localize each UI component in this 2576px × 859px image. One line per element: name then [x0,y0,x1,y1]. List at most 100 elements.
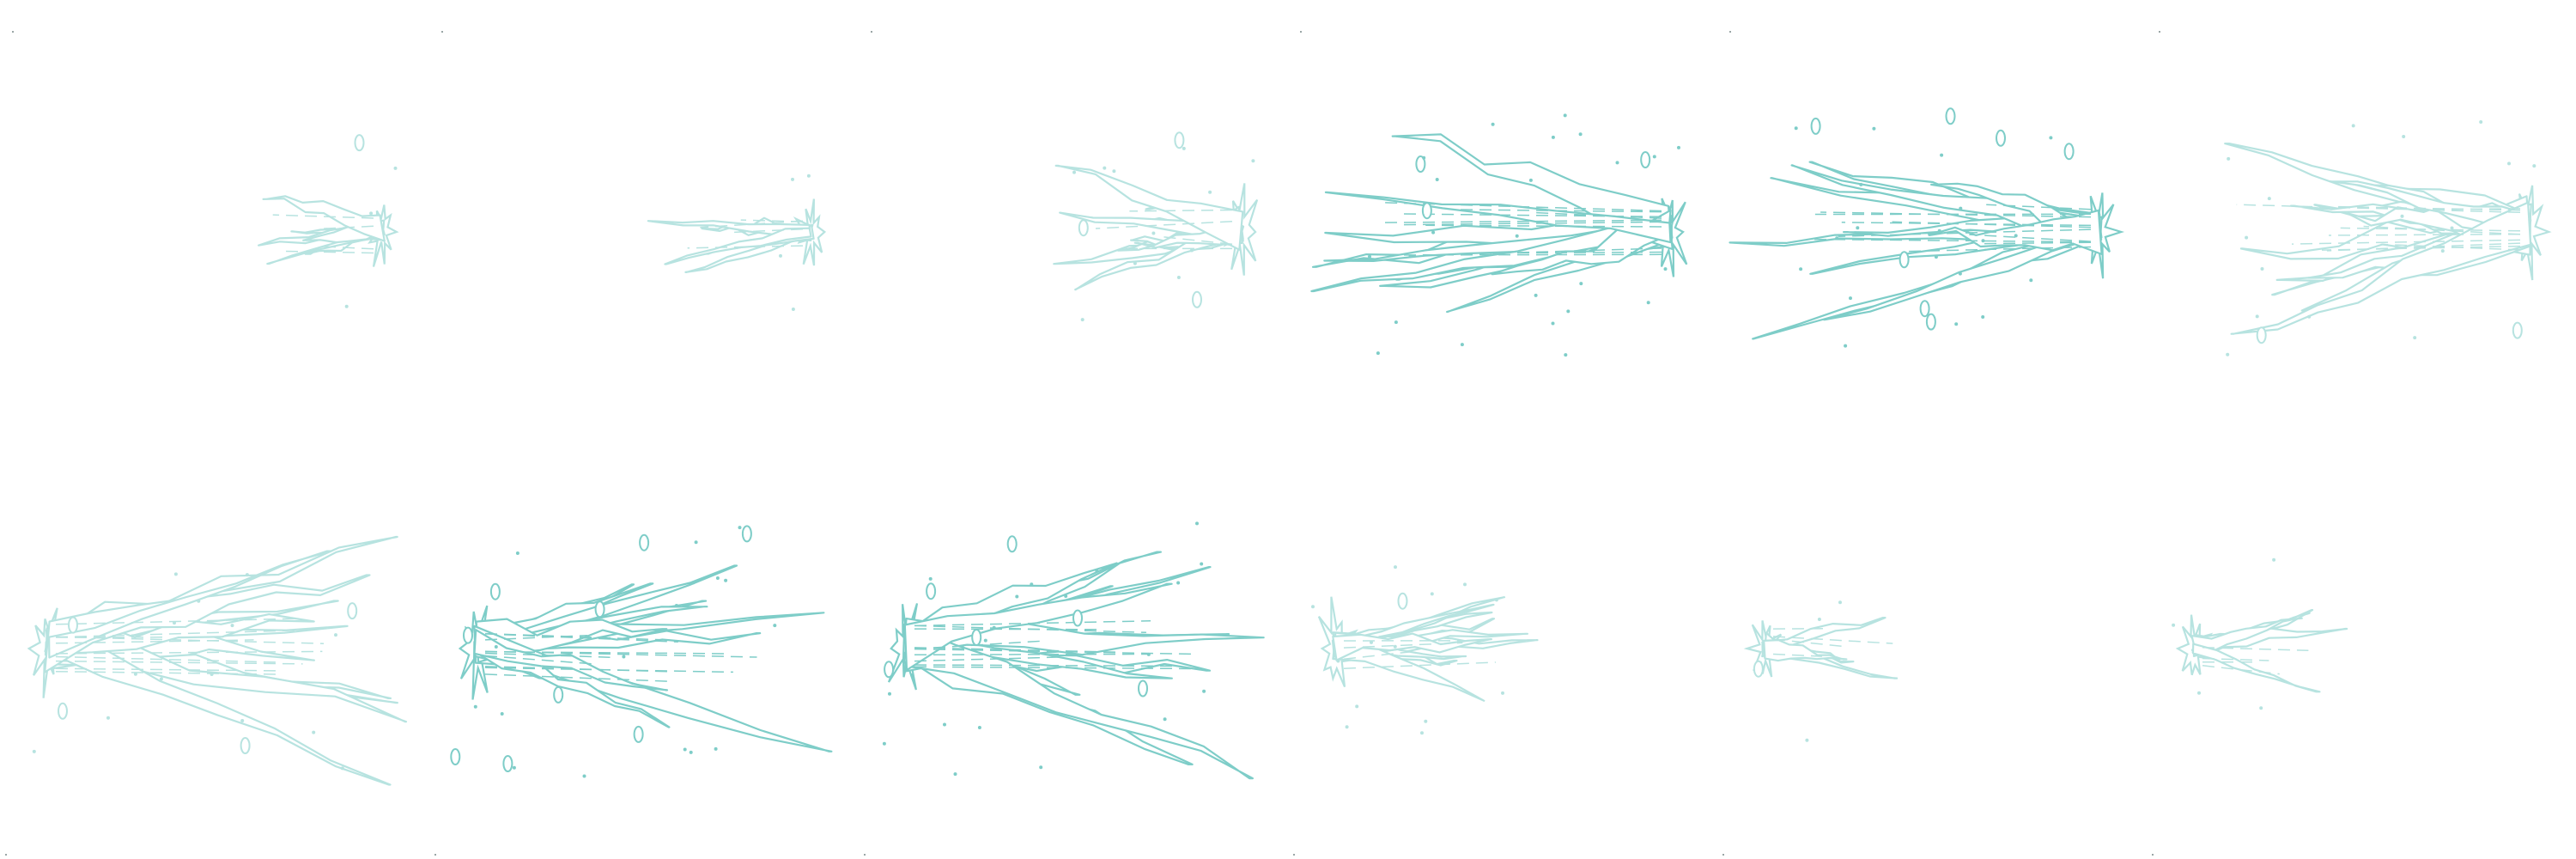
splash-droplet [639,533,650,551]
splash-streak [1095,221,1233,229]
splash-streak [914,666,1199,670]
splash-droplet [2272,557,2276,562]
splash-droplet [1677,145,1680,149]
splash-droplet [2063,143,2075,161]
splash-droplet [594,600,605,618]
splash-droplet [240,719,245,722]
splash-droplet [1151,231,1156,235]
frame-5 [1717,0,2147,430]
splash-effect [647,174,827,311]
splash-droplet [992,625,996,630]
splash-droplet [1200,562,1204,566]
splash-droplet [977,726,981,729]
splash-droplet [347,602,358,620]
splash-droplet [1192,290,1202,308]
splash-streak [700,220,804,228]
splash-streak [55,660,303,665]
splash-shard [903,582,1173,672]
splash-droplet [58,702,68,720]
splash-droplet [515,551,519,555]
splash-streak [319,245,374,250]
splash-droplet [1394,565,1397,570]
splash-droplet [344,304,349,308]
splash-droplet [884,661,895,679]
splash-droplet [1564,353,1568,357]
splash-droplet [1397,592,1408,610]
splash-droplet [2260,267,2264,271]
splash-streak [55,636,325,644]
splash-streak [1377,253,1662,256]
splash-droplet [1805,738,1809,742]
splash-droplet [1431,230,1436,235]
splash-droplet [2259,706,2263,710]
splash-droplet [694,540,698,545]
splash-droplet [340,766,344,771]
cell-marker [2152,854,2154,856]
splash-droplet [953,772,957,777]
splash-droplet [2440,249,2445,253]
splash-droplet [691,581,696,585]
splash-streak [484,633,678,643]
splash-droplet [1849,296,1852,301]
splash-droplet [622,655,626,659]
frame-12 [2147,430,2576,859]
splash-droplet [1817,618,1821,621]
splash-droplet [393,166,398,170]
splash-shard [905,624,1254,780]
splash-droplet [791,177,794,181]
splash-shard [1491,209,1672,276]
splash-streak [484,652,611,658]
splash-shard [262,195,386,242]
splash-streak [914,647,1121,654]
splash-droplet [1420,731,1424,735]
splash-droplet [1945,107,1956,125]
splash-droplet [1463,582,1467,587]
splash-droplet [159,677,163,681]
splash-droplet [1336,659,1340,663]
splash-droplet [494,645,498,649]
splash-streak [2292,239,2521,245]
splash-droplet [1174,131,1185,149]
splash-droplet [2307,314,2312,319]
splash-effect [1311,565,1539,735]
splash-shard [2329,180,2531,234]
splash-streak [1384,202,1662,212]
splash-effect [882,521,1265,780]
splash-streak [2321,245,2521,251]
cell-marker [434,854,436,856]
frame-3 [859,0,1288,430]
splash-droplet [1981,315,1985,319]
splash-droplet [1176,276,1181,279]
splash-streak [1160,235,1233,246]
splash-droplet [910,673,914,677]
splash-droplet [1370,640,1373,644]
splash-droplet [738,526,742,530]
splash-streak [1986,204,2092,210]
splash-droplet [1856,226,1860,230]
splash-streak [484,673,670,682]
splash-droplet [1146,652,1151,656]
splash-droplet [689,750,693,754]
splash-streak [1343,651,1410,660]
splash-droplet [2402,135,2406,138]
splash-droplet [1799,267,1803,271]
splash-streak [1772,638,1848,648]
cell-marker [12,31,14,33]
splash-droplet [1835,236,1839,241]
splash-streak [484,667,733,673]
splash-streak [1807,238,2092,243]
cell-marker [1729,31,1731,33]
splash-droplet [1138,679,1148,698]
splash-droplet [1080,318,1084,322]
splash-shard [1332,637,1485,702]
splash-streak [484,650,727,655]
splash-droplet [463,626,473,644]
frame-10 [1288,430,1717,859]
splash-droplet [1844,344,1848,348]
splash-streak [914,656,1060,662]
splash-effect [27,535,408,786]
splash-droplet [512,765,516,770]
splash-streak [1820,211,2092,218]
splash-droplet [240,737,251,754]
splash-effect [1053,131,1259,322]
